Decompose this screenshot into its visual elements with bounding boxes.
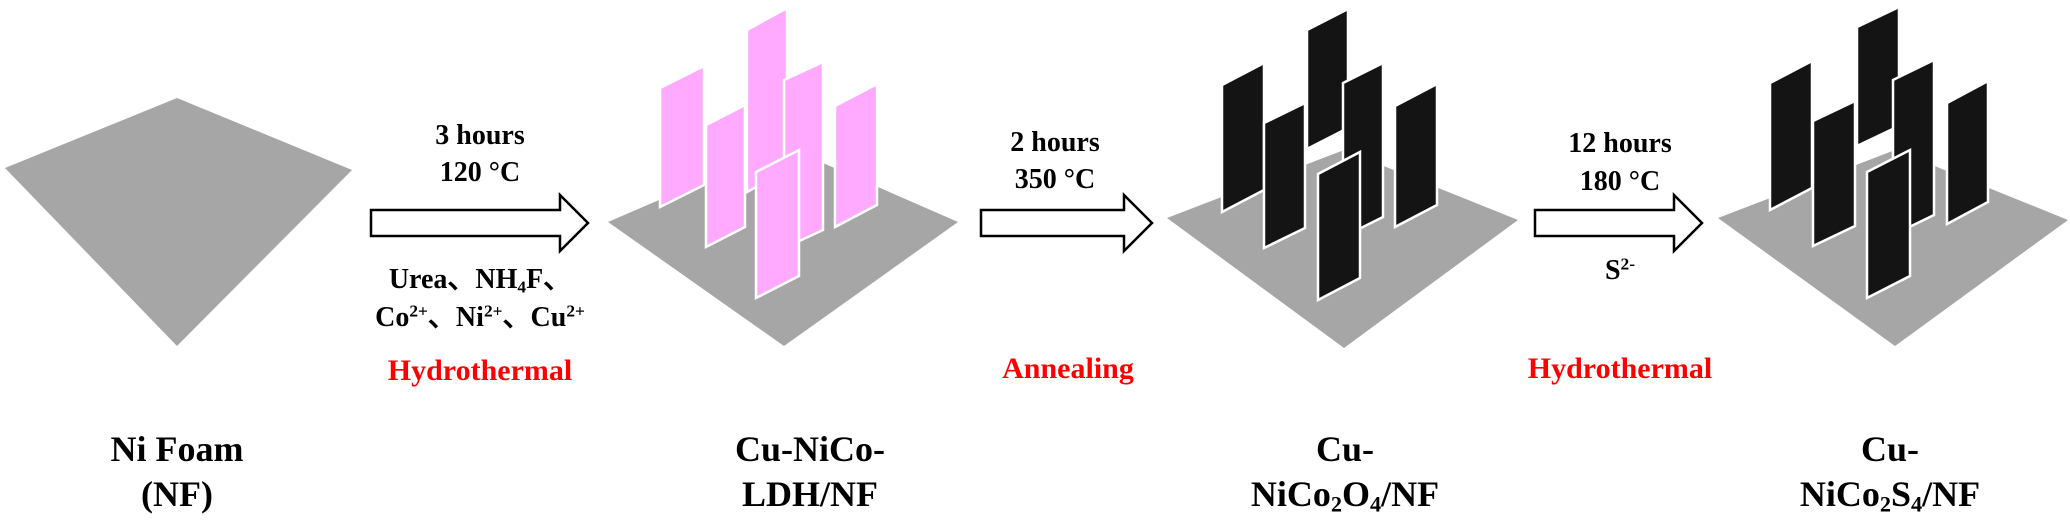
sulfide-sheet-right bbox=[1945, 78, 1990, 227]
step2-temperature: 350 °C bbox=[1014, 164, 1096, 195]
oxide-sheet-right bbox=[1393, 81, 1439, 230]
step1-time: 3 hours bbox=[435, 120, 525, 151]
step2-method: Annealing bbox=[1002, 352, 1134, 385]
label-cu-nico2o4: Cu- NiCo2O4/NF bbox=[1250, 429, 1440, 517]
sulfide-nanosheets bbox=[1768, 5, 1990, 301]
step1-method: Hydrothermal bbox=[387, 354, 573, 387]
step2-arrow bbox=[979, 191, 1154, 255]
label-ni-foam: Ni Foam (NF) bbox=[110, 429, 244, 514]
sulfide-sheet-mid-left bbox=[1811, 99, 1857, 248]
ldh-nanosheets bbox=[658, 5, 879, 301]
oxide-sheet-left bbox=[1220, 60, 1266, 215]
step2-time: 2 hours bbox=[1010, 127, 1100, 158]
step1-reagents-line1: Urea、NH4F、 bbox=[388, 264, 572, 297]
oxide-sheet-mid-left bbox=[1262, 100, 1307, 251]
ni-foam-substrate bbox=[5, 98, 352, 346]
label-cu-nico2s4: Cu- NiCo2S4/NF bbox=[1799, 429, 1981, 517]
step1-reagents-line2: Co2+、Ni2+、Cu2+ bbox=[375, 301, 585, 333]
ldh-sheet-mid-left bbox=[704, 102, 747, 250]
step3-method: Hydrothermal bbox=[1527, 352, 1713, 385]
sulfide-sheet-left bbox=[1768, 58, 1814, 213]
step3-temperature: 180 °C bbox=[1579, 166, 1661, 197]
ldh-sheet-right bbox=[833, 81, 879, 230]
ldh-sheet-front bbox=[754, 147, 801, 301]
ldh-sheet-left bbox=[658, 63, 706, 210]
label-cu-nico-ldh: Cu-NiCo- LDH/NF bbox=[735, 429, 885, 514]
oxide-sheet-front bbox=[1316, 149, 1362, 303]
step3-arrow bbox=[1533, 191, 1704, 255]
step3-reagent: S2- bbox=[1604, 254, 1636, 286]
step1-temperature: 120 °C bbox=[439, 157, 521, 188]
sulfide-sheet-front bbox=[1865, 147, 1912, 301]
step1-arrow bbox=[369, 191, 590, 255]
step3-time: 12 hours bbox=[1568, 128, 1672, 159]
oxide-nanosheets bbox=[1220, 6, 1439, 303]
